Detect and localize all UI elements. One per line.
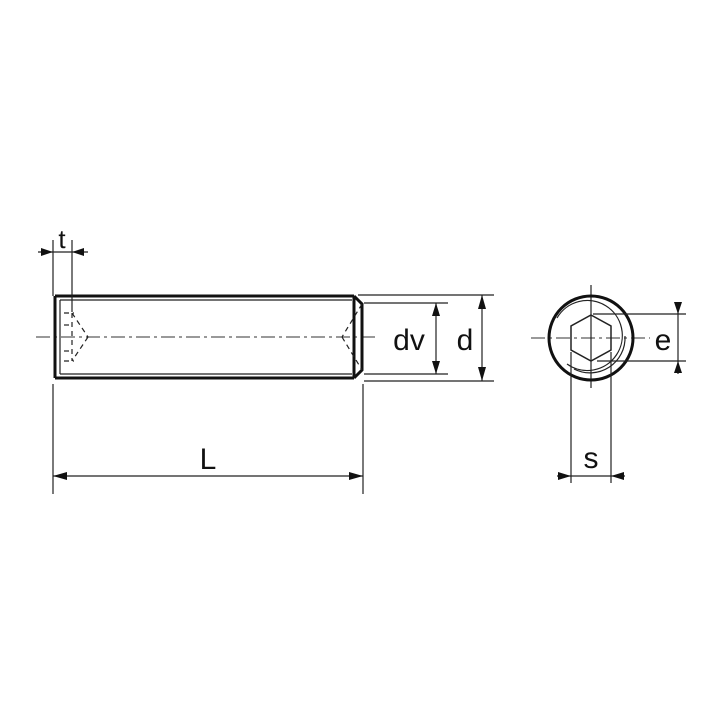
label-e: e: [655, 324, 672, 357]
screw-body: [53, 294, 364, 380]
dimension-d: d: [358, 294, 494, 382]
label-dv: dv: [393, 324, 425, 357]
dimension-dv: dv: [364, 302, 448, 375]
dimension-l: L: [52, 384, 364, 494]
side-view: t L dv d: [36, 224, 494, 494]
dimension-s: s: [557, 352, 625, 483]
label-s: s: [584, 442, 599, 475]
end-view: e s: [531, 285, 686, 483]
hex-socket-hidden-lines: [64, 312, 89, 362]
label-t: t: [58, 224, 66, 254]
thread-arc: [556, 299, 623, 372]
hexagon-socket: [570, 314, 612, 362]
label-l: L: [200, 443, 217, 476]
outer-circle: [547, 294, 635, 382]
cone-point-hidden-lines: [341, 303, 363, 371]
label-d: d: [457, 324, 474, 357]
dimension-t: t: [38, 224, 88, 312]
dimension-e: e: [593, 302, 686, 374]
